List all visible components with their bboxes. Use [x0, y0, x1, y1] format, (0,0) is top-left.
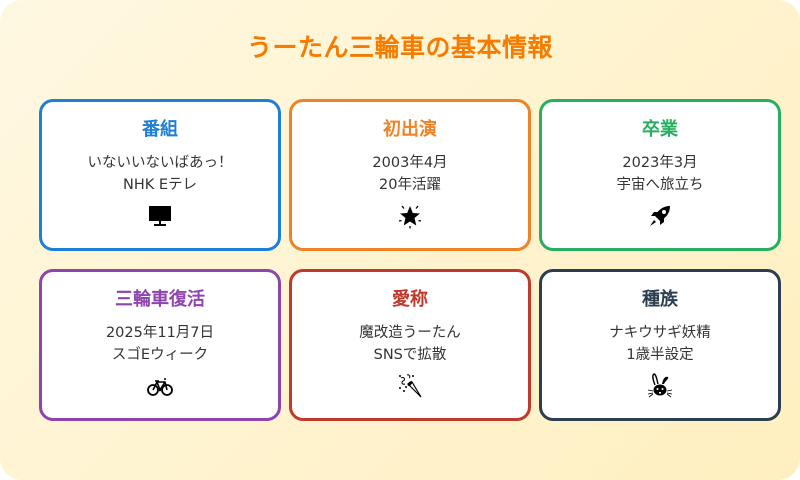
page-title: うーたん三輪車の基本情報 [246, 33, 553, 62]
card-line: 2023年3月 [622, 155, 698, 171]
tv-icon [146, 202, 174, 230]
card-line: 1歳半設定 [626, 347, 694, 363]
card-line: SNSで拡散 [373, 347, 447, 363]
star-icon [396, 202, 424, 230]
card-graduation: 卒業 2023年3月 宇宙へ旅立ち [539, 99, 781, 251]
info-card-grid: 番組 いないいないばあっ！ NHK Eテレ 初出演 2003年4月 20年活躍 … [39, 99, 781, 421]
card-tricycle-revival: 三輪車復活 2025年11月7日 スゴEウィーク [39, 269, 281, 421]
bicycle-icon [146, 372, 174, 400]
card-program: 番組 いないいないばあっ！ NHK Eテレ [39, 99, 281, 251]
card-title: 番組 [142, 119, 178, 140]
card-line: NHK Eテレ [122, 177, 198, 193]
card-title: 愛称 [392, 289, 428, 310]
card-species: 種族 ナキウサギ妖精 1歳半設定 [539, 269, 781, 421]
card-nickname: 愛称 魔改造うーたん SNSで拡散 [289, 269, 531, 421]
card-title: 三輪車復活 [115, 289, 205, 310]
party-popper-icon [396, 372, 424, 400]
card-title: 初出演 [383, 119, 437, 140]
card-line: 2003年4月 [372, 155, 448, 171]
card-line: 2025年11月7日 [105, 325, 215, 341]
card-line: ナキウサギ妖精 [609, 325, 711, 341]
card-line: 20年活躍 [379, 177, 441, 193]
card-title: 種族 [642, 289, 678, 310]
card-debut: 初出演 2003年4月 20年活躍 [289, 99, 531, 251]
card-line: 魔改造うーたん [359, 325, 461, 341]
rocket-icon [646, 202, 674, 230]
card-title: 卒業 [642, 119, 678, 140]
card-line: スゴEウィーク [111, 347, 209, 363]
card-line: いないいないばあっ！ [87, 155, 233, 171]
rabbit-icon [646, 372, 674, 400]
card-line: 宇宙へ旅立ち [616, 177, 704, 193]
